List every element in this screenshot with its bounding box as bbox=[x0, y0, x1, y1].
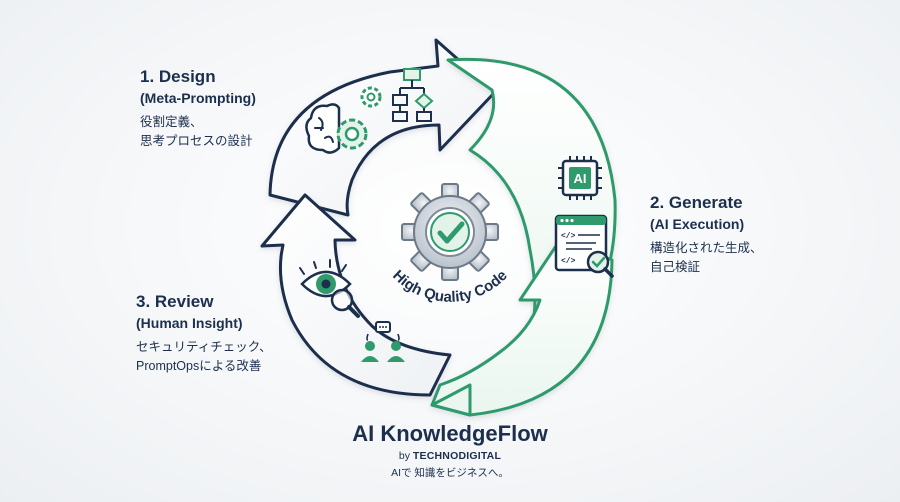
code-tag-bottom: </> bbox=[561, 257, 576, 266]
step-review: 3. Review (Human Insight) セキュリティチェック、 Pr… bbox=[136, 291, 272, 376]
small-gear-icon bbox=[360, 86, 382, 108]
magnifier-icon bbox=[586, 250, 614, 278]
people-chat-icon bbox=[361, 321, 405, 362]
step-review-desc: セキュリティチェック、 PromptOpsによる改善 bbox=[136, 338, 272, 376]
step-design-desc-line: 役割定義、 bbox=[140, 115, 203, 129]
step-design-title: 1. Design bbox=[140, 67, 216, 86]
step-review-title: 3. Review bbox=[136, 292, 214, 311]
brain-icon bbox=[305, 103, 341, 154]
design-arrow bbox=[268, 38, 497, 217]
step-generate-desc: 構造化された生成、 自己検証 bbox=[650, 239, 763, 277]
step-review-desc-line: セキュリティチェック、 bbox=[136, 340, 272, 354]
flowchart-icon bbox=[392, 68, 434, 122]
step-generate-title: 2. Generate bbox=[650, 193, 743, 212]
brand-tagline: AIで 知識をビジネスへ。 bbox=[391, 467, 509, 479]
review-magnifier-icon bbox=[330, 288, 360, 318]
step-review-desc-line: PromptOpsによる改善 bbox=[136, 359, 262, 373]
brand-company: TECHNODIGITAL bbox=[412, 450, 502, 462]
step-generate-desc-line: 自己検証 bbox=[650, 260, 701, 274]
step-design-desc: 役割定義、 思考プロセスの設計 bbox=[140, 113, 256, 151]
step-design-subtitle: (Meta-Prompting) bbox=[140, 90, 256, 106]
step-generate: 2. Generate (AI Execution) 構造化された生成、 自己検… bbox=[650, 192, 763, 277]
step-design-desc-line: 思考プロセスの設計 bbox=[140, 134, 253, 148]
brand-block: AI KnowledgeFlow by TECHNODIGITAL AIで 知識… bbox=[0, 420, 900, 481]
step-generate-desc-line: 構造化された生成、 bbox=[650, 241, 763, 255]
bottom-arrow-head bbox=[430, 383, 472, 417]
ai-chip-label: AI bbox=[574, 171, 587, 186]
brand-name: AI KnowledgeFlow bbox=[352, 421, 548, 446]
brand-by-prefix: by bbox=[398, 450, 410, 462]
checkmark-icon bbox=[430, 212, 470, 252]
code-tag-top: </> bbox=[561, 232, 576, 241]
review-arrow bbox=[260, 193, 452, 397]
gear-icon bbox=[336, 118, 368, 150]
step-review-subtitle: (Human Insight) bbox=[136, 315, 243, 331]
generate-return-arrow bbox=[430, 238, 614, 417]
ai-chip-icon: AI bbox=[558, 156, 602, 200]
step-design: 1. Design (Meta-Prompting) 役割定義、 思考プロセスの… bbox=[140, 66, 256, 151]
step-generate-subtitle: (AI Execution) bbox=[650, 216, 745, 232]
brand-byline: by TECHNODIGITAL bbox=[0, 449, 900, 463]
